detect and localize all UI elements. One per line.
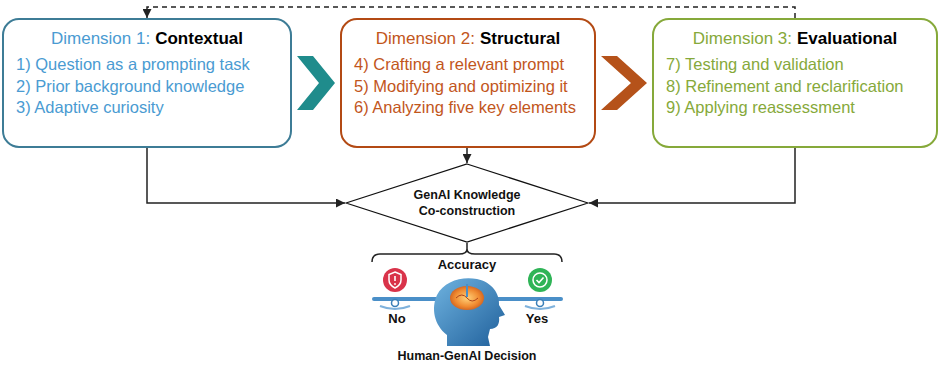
dimension-box: Dimension 1: Contextual 1) Question as a p… <box>2 18 292 148</box>
decision-diamond: GenAI Knowledge Co-construction <box>345 163 589 243</box>
dimension-title: Evaluational <box>797 29 897 48</box>
accuracy-label: Accuracy <box>438 257 497 272</box>
flow-arrow <box>466 148 468 163</box>
diamond-label: GenAI Knowledge Co-construction <box>407 187 527 219</box>
dimension-box: Dimension 2: Structural 4) Crafting a rele… <box>340 18 596 148</box>
list-item: 8) Refinement and reclarification <box>666 76 904 98</box>
list-item: 1) Question as a prompting task <box>16 54 250 76</box>
scale-pan <box>525 306 555 309</box>
flow-chevron <box>297 56 335 110</box>
check-symbol <box>537 278 544 283</box>
list-item: 6) Analyzing five key elements <box>354 97 576 119</box>
dimension-number: Dimension 3: <box>693 29 792 48</box>
shield-symbol <box>394 283 396 285</box>
dimension-heading: Dimension 3: Evaluational <box>693 28 897 50</box>
list-item: 7) Testing and validation <box>666 54 844 76</box>
stem-line <box>466 243 468 249</box>
list-item: 4) Crafting a relevant prompt <box>354 54 564 76</box>
scale-pan <box>392 300 399 307</box>
diamond-outline <box>345 163 589 243</box>
list-item: 9) Applying reassessment <box>666 97 855 119</box>
flow-chevron <box>601 56 647 110</box>
list-item: 3) Adaptive curiosity <box>16 97 164 119</box>
dimension-heading: Dimension 1: Contextual <box>51 28 243 50</box>
scale-pan <box>380 306 410 309</box>
feedback-arrow <box>147 7 795 18</box>
flow-arrow <box>589 148 795 203</box>
check-symbol <box>533 273 547 287</box>
dimension-box: Dimension 3: Evaluational 7) Testing and v… <box>652 18 938 148</box>
decision-caption: Human-GenAI Decision <box>398 349 537 363</box>
dimension-number: Dimension 2: <box>376 29 475 48</box>
dimension-number: Dimension 1: <box>51 29 150 48</box>
shield-symbol <box>389 272 401 288</box>
scale-pivot <box>466 284 468 297</box>
dimension-heading: Dimension 2: Structural <box>376 28 561 50</box>
dimension-title: Structural <box>480 29 560 48</box>
head-figure <box>434 278 505 346</box>
choice-label: No <box>388 311 405 326</box>
dimension-title: Contextual <box>155 29 243 48</box>
flow-arrow <box>147 148 345 203</box>
accept-icon <box>528 268 552 292</box>
list-item: 2) Prior background knowledge <box>16 76 244 98</box>
list-item: 5) Modifying and optimizing it <box>354 76 568 98</box>
choice-label: Yes <box>526 311 548 326</box>
shield-symbol <box>394 276 396 281</box>
reject-icon <box>383 268 407 292</box>
scale-pan <box>537 300 544 307</box>
